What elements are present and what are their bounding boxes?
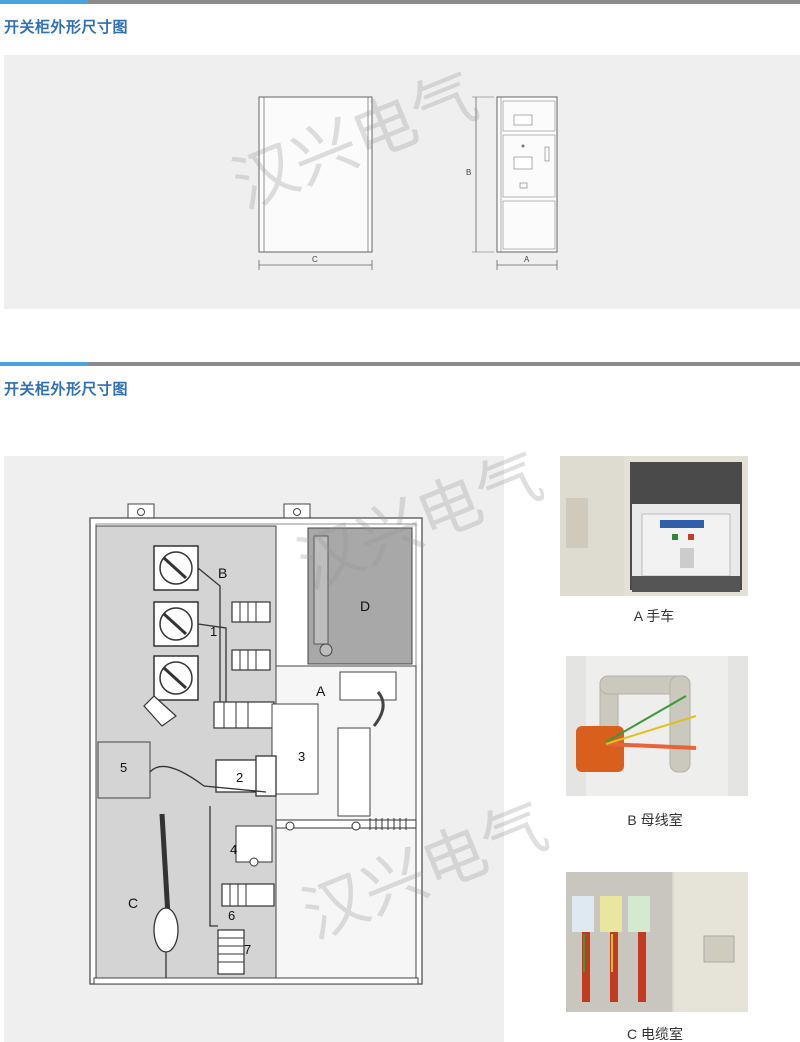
component-label-4: 4 bbox=[230, 842, 237, 857]
compartment-label-c: C bbox=[128, 895, 138, 911]
dimension-drawing-panel: C B A bbox=[4, 55, 800, 309]
component-label-2: 2 bbox=[236, 770, 243, 785]
component-label-3: 3 bbox=[298, 749, 305, 764]
section-divider-top bbox=[0, 0, 800, 4]
compartment-label-b: B bbox=[218, 565, 227, 581]
section-title-structure: 开关柜外形尺寸图 bbox=[4, 381, 129, 398]
section-divider-middle bbox=[0, 362, 800, 366]
dim-label-height: B bbox=[466, 168, 471, 177]
component-label-6: 6 bbox=[228, 908, 235, 923]
cross-section-panel: D B 1 bbox=[4, 456, 504, 1042]
component-label-5: 5 bbox=[120, 760, 127, 775]
dimension-drawing: C B A bbox=[258, 96, 558, 270]
section-divider-accent bbox=[0, 0, 88, 4]
photo-caption-c: C 电缆室 bbox=[627, 1026, 683, 1042]
dim-label-width: C bbox=[312, 255, 318, 264]
component-label-1: 1 bbox=[210, 624, 217, 639]
compartment-label-a: A bbox=[316, 683, 326, 699]
cross-section-diagram: D B 1 bbox=[89, 503, 423, 985]
section-divider-accent bbox=[0, 362, 88, 366]
photo-caption-b: B 母线室 bbox=[627, 812, 683, 828]
dim-label-depth: A bbox=[524, 255, 530, 264]
section-title-dimensions: 开关柜外形尺寸图 bbox=[4, 19, 129, 36]
component-label-7: 7 bbox=[244, 942, 251, 957]
photo-a-truck bbox=[560, 456, 748, 596]
photo-c-cable bbox=[566, 872, 748, 1012]
photo-b-busbar bbox=[566, 656, 748, 796]
compartment-label-d: D bbox=[360, 598, 370, 614]
photo-caption-a: A 手车 bbox=[633, 608, 675, 624]
